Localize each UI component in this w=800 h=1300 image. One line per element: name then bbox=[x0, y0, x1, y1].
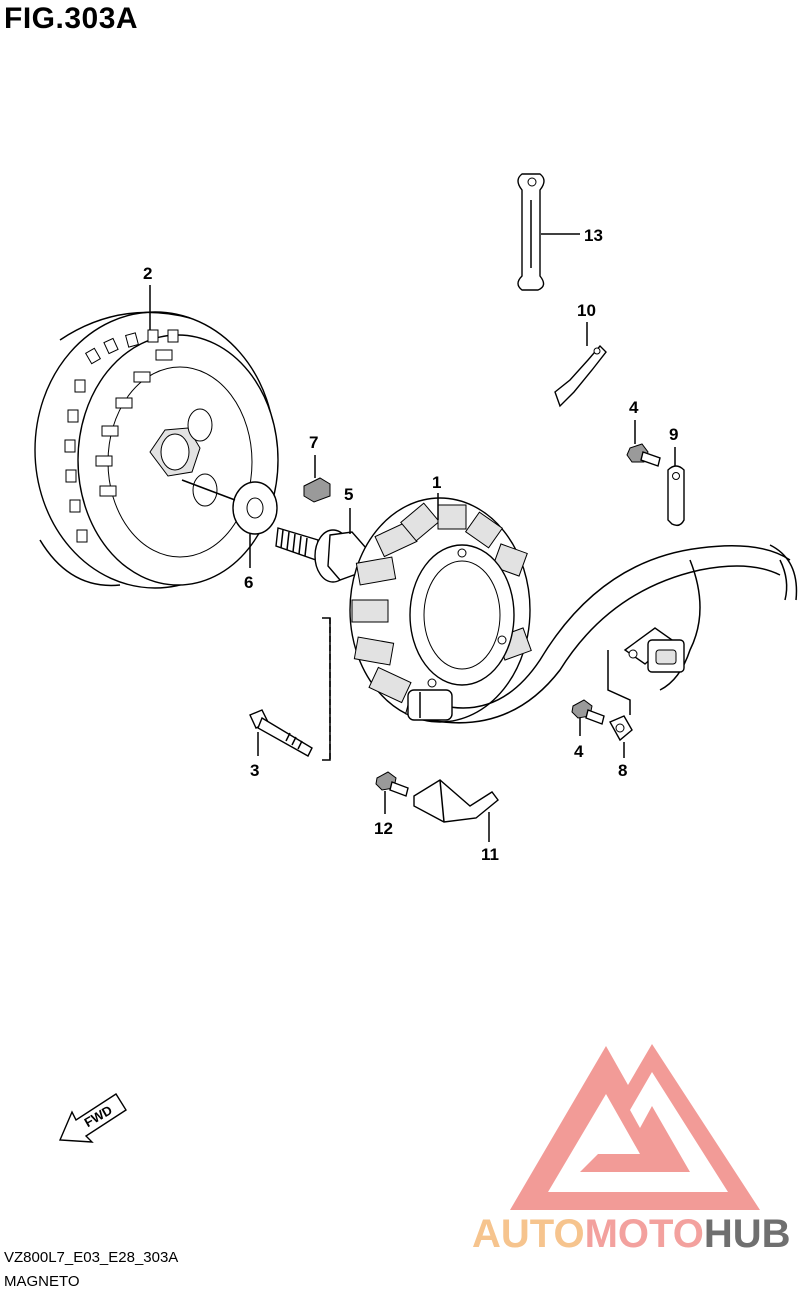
callout-2: 2 bbox=[143, 264, 152, 283]
signal-generator-pickup[interactable] bbox=[623, 627, 685, 673]
lead-wire-clamp[interactable] bbox=[609, 715, 633, 742]
callout-5: 5 bbox=[344, 485, 353, 504]
callout-4-upper: 4 bbox=[629, 398, 639, 417]
callout-12: 12 bbox=[374, 819, 393, 838]
watermark-text: AUTOMOTOHUB bbox=[472, 1212, 791, 1257]
lead-wire-cover[interactable] bbox=[413, 779, 499, 823]
woodruff-key[interactable] bbox=[303, 477, 331, 503]
callout-3: 3 bbox=[250, 761, 259, 780]
callout-4-lower: 4 bbox=[574, 742, 584, 761]
forward-direction-arrow: FWD bbox=[58, 1093, 127, 1143]
figure-title: FIG.303A bbox=[4, 2, 139, 35]
flywheel-rotor[interactable] bbox=[34, 311, 279, 589]
rotor-bolt[interactable] bbox=[275, 527, 367, 583]
cover-bolt[interactable] bbox=[375, 771, 409, 797]
callout-1: 1 bbox=[432, 473, 441, 492]
callout-9: 9 bbox=[669, 425, 678, 444]
callout-11: 11 bbox=[481, 845, 499, 864]
watermark-logo bbox=[510, 1044, 760, 1210]
watermark-auto: AUTO bbox=[472, 1212, 585, 1256]
callout-8: 8 bbox=[618, 761, 627, 780]
stator-coil-assembly[interactable] bbox=[349, 497, 532, 723]
figure-code: VZ800L7_E03_E28_303A bbox=[4, 1249, 179, 1266]
watermark-moto: MOTO bbox=[584, 1212, 704, 1256]
clamp-bolt-upper[interactable] bbox=[626, 443, 661, 467]
stator-lead-wire[interactable] bbox=[429, 544, 798, 724]
callout-13: 13 bbox=[584, 226, 603, 245]
section-name: MAGNETO bbox=[4, 1273, 80, 1290]
clamp-plate[interactable] bbox=[667, 465, 685, 527]
watermark-hub: HUB bbox=[703, 1212, 791, 1256]
clamp-bolt-lower[interactable] bbox=[571, 699, 605, 725]
wire-clamp-strap[interactable] bbox=[517, 173, 545, 291]
harness-clamp[interactable] bbox=[554, 344, 607, 408]
callout-7: 7 bbox=[309, 433, 318, 452]
callout-10: 10 bbox=[577, 301, 596, 320]
wire-grommet[interactable] bbox=[407, 689, 453, 721]
callout-6: 6 bbox=[244, 573, 253, 592]
washer[interactable] bbox=[232, 481, 278, 535]
stator-bolt[interactable] bbox=[249, 709, 313, 757]
